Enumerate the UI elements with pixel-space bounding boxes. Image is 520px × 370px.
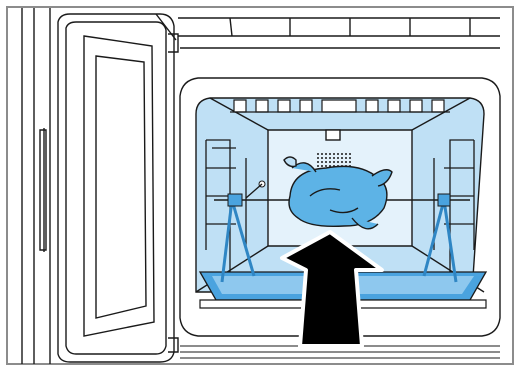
grill-element-icon (230, 100, 450, 112)
